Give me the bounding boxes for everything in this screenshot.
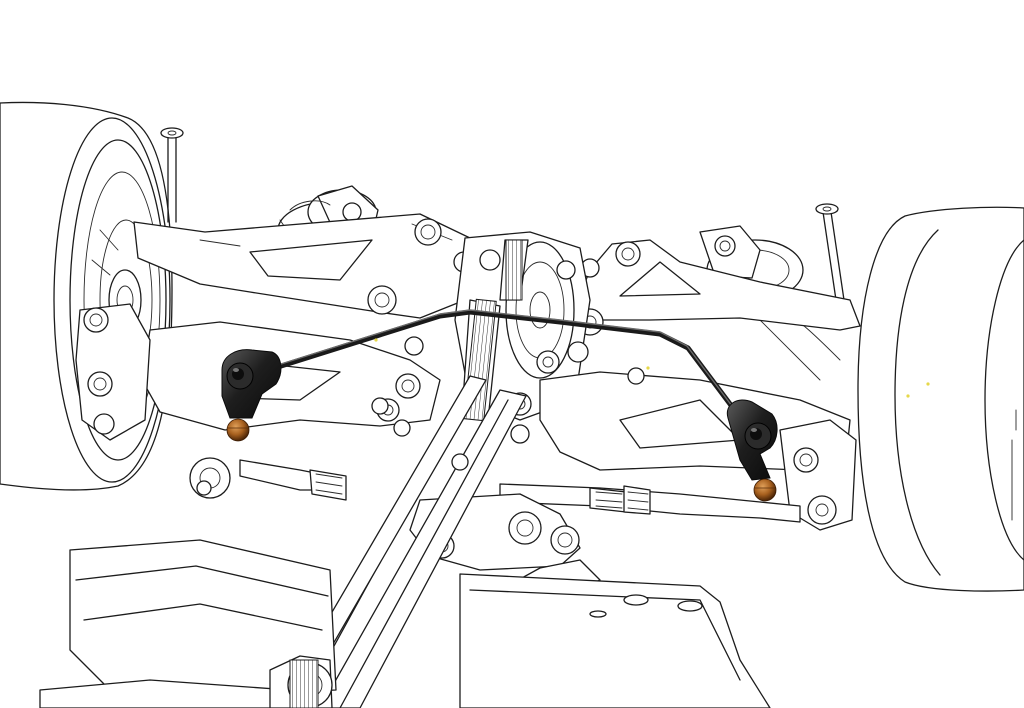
left-ball-link <box>221 349 282 442</box>
accent-dots <box>374 338 930 398</box>
servo-box <box>39 539 337 708</box>
left-knuckle <box>75 303 151 441</box>
left-upper-arm <box>133 213 483 319</box>
front-plate <box>459 573 771 708</box>
ball-stud-icon <box>226 418 250 442</box>
hex-screw-icon <box>393 419 411 437</box>
hex-screw-icon <box>371 397 389 415</box>
hex-screw-icon <box>160 127 184 139</box>
right-kingpin <box>815 203 845 301</box>
ball-stud-icon <box>753 478 777 502</box>
right-tire <box>857 206 1024 592</box>
right-wheel <box>857 206 1024 592</box>
hex-screw-icon <box>451 453 469 471</box>
anti-roll-bar <box>221 309 778 502</box>
left-wheel <box>0 101 173 491</box>
hex-screw-icon <box>627 367 645 385</box>
left-kingpin <box>160 127 184 223</box>
right-ball-link <box>726 399 778 502</box>
left-steering-link <box>189 457 347 501</box>
right-upper-arm <box>576 239 861 336</box>
hex-screw-icon <box>404 336 424 356</box>
hex-screw-icon <box>815 203 839 215</box>
right-steering-link <box>499 483 837 525</box>
screws <box>371 336 645 471</box>
hex-screw-icon <box>510 424 530 444</box>
left-lower-arm <box>141 321 441 431</box>
